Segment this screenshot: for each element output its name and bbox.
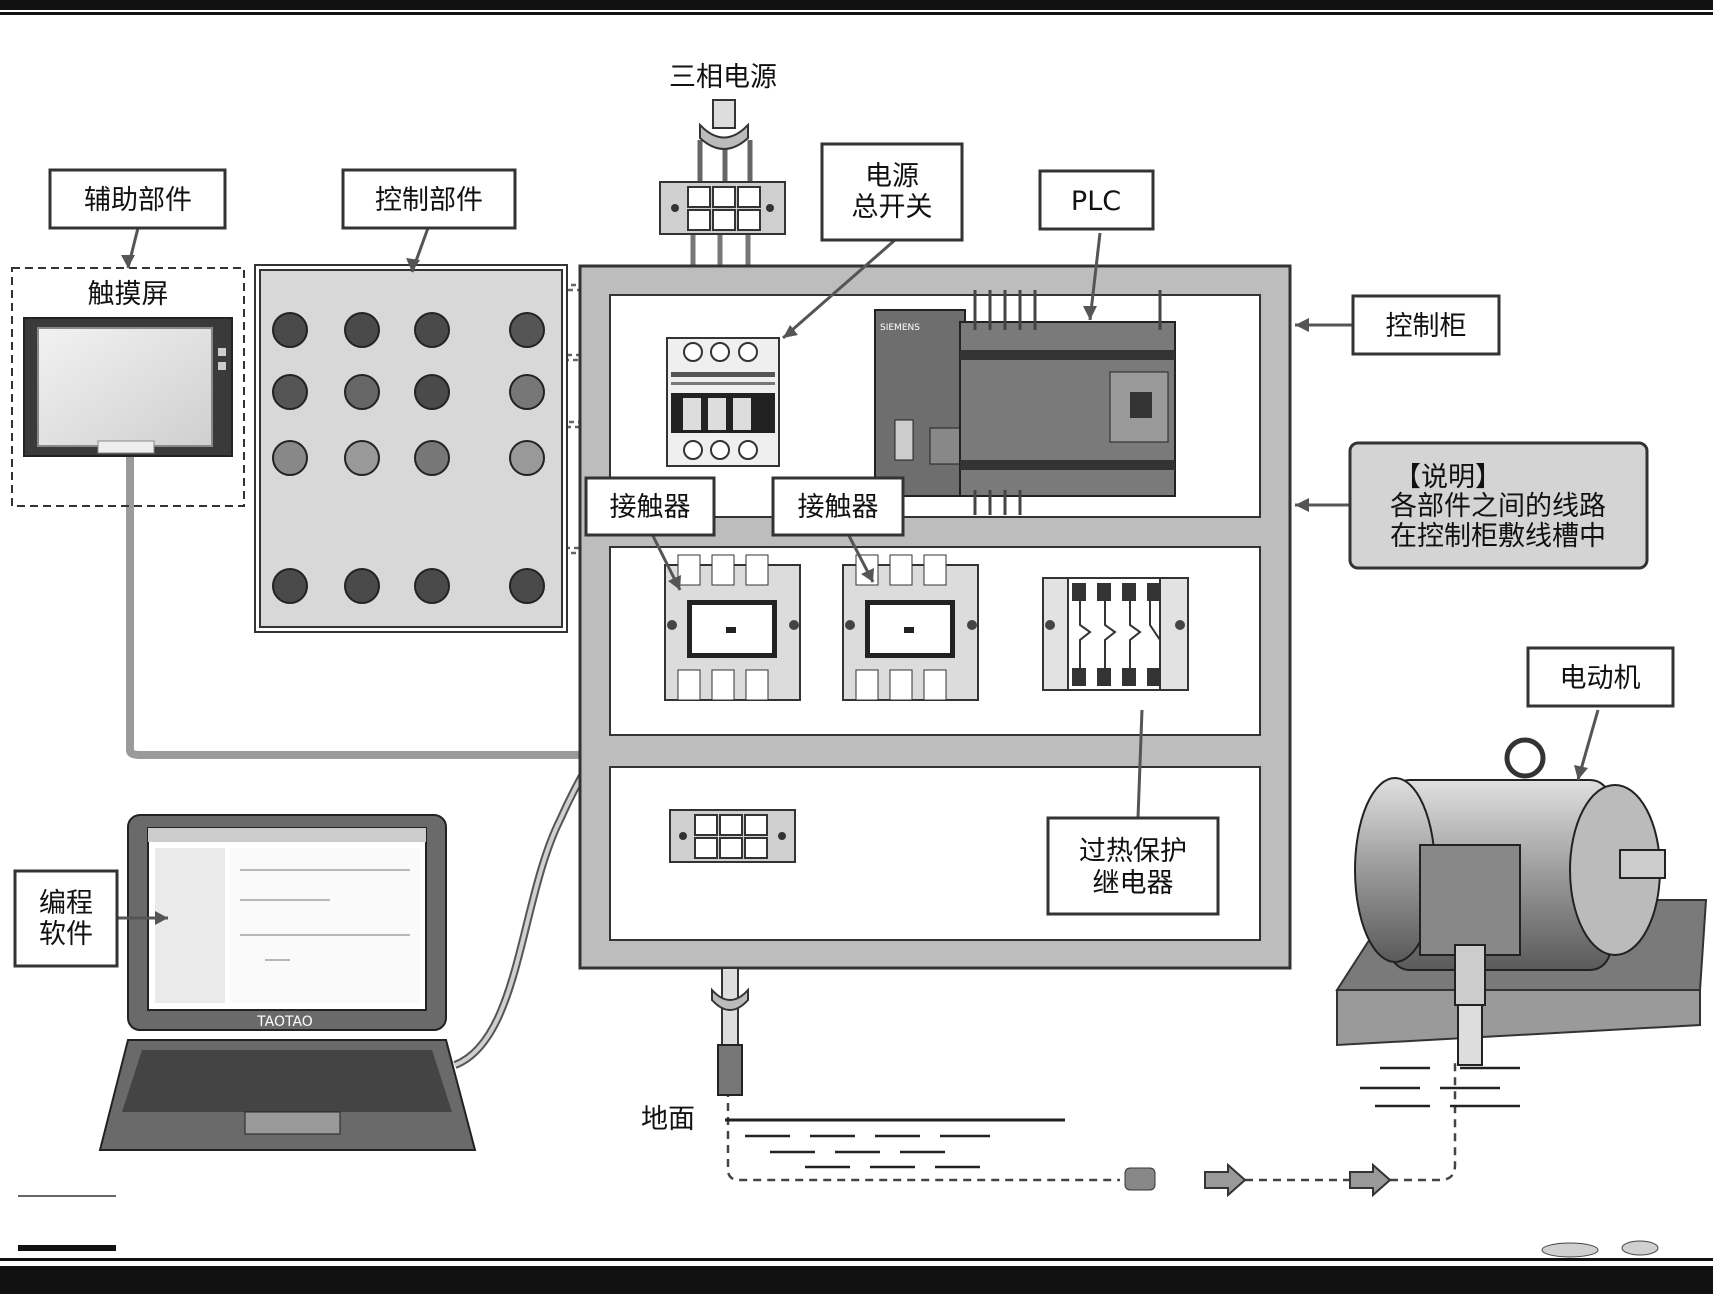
main-switch — [666, 337, 780, 467]
touch-screen-label: 触摸屏 — [88, 279, 169, 310]
motor-label: 电动机 — [1560, 663, 1641, 694]
contactor-2 — [842, 554, 979, 701]
overheat-relay-label-line2: 继电器 — [1093, 868, 1174, 899]
contactor-2-label: 接触器 — [798, 492, 879, 523]
arrowheads — [121, 255, 1588, 925]
main-switch-label-line1: 电源 — [865, 161, 919, 192]
three-phase-supply — [659, 99, 786, 235]
control-cabinet-label: 控制柜 — [1386, 311, 1467, 342]
programming-label-line2: 软件 — [39, 919, 93, 950]
overheat-relay-label-line1: 过热保护 — [1079, 836, 1187, 867]
plc-label: PLC — [1071, 186, 1121, 217]
control-panel — [254, 264, 568, 633]
plc-brand: SIEMENS — [880, 323, 920, 333]
note-line1: 各部件之间的线路 — [1390, 491, 1606, 522]
note-title: 【说明】 — [1394, 462, 1502, 493]
ground-rod — [711, 967, 1392, 1198]
ground-label: 地面 — [641, 1104, 695, 1135]
contactor-1 — [664, 554, 801, 701]
overheat-relay — [1042, 577, 1189, 691]
aux-parts-label: 辅助部件 — [84, 185, 192, 216]
terminal-block — [669, 809, 796, 863]
programming-label-line1: 编程 — [39, 888, 93, 919]
laptop: TAOTAO — [98, 814, 477, 1151]
indicator-buttons — [272, 312, 545, 604]
three-phase-power-label: 三相电源 — [669, 62, 777, 93]
note-line2: 在控制柜敷线槽中 — [1390, 521, 1606, 552]
laptop-brand: TAOTAO — [256, 1014, 313, 1030]
touch-screen-group — [11, 267, 245, 507]
electric-motor — [1335, 737, 1708, 1108]
contactor-1-label: 接触器 — [610, 492, 691, 523]
control-parts-label: 控制部件 — [375, 185, 483, 216]
plc-unit: SIEMENS — [874, 290, 1176, 515]
main-switch-label-line2: 总开关 — [852, 192, 933, 223]
